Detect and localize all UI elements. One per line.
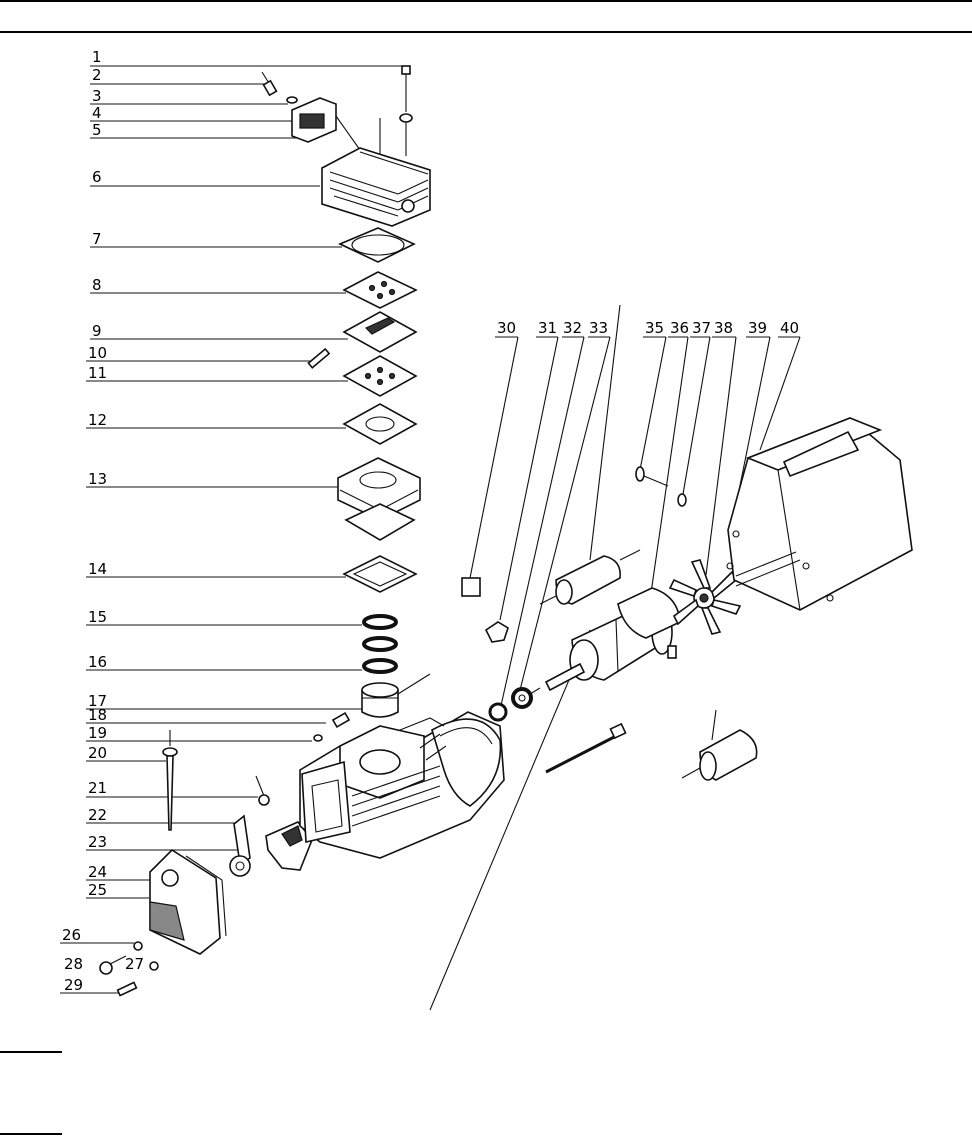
starter-motor — [681, 709, 758, 781]
callout-36: 36 — [670, 319, 689, 337]
callout-10: 10 — [88, 344, 107, 362]
callout-23: 23 — [88, 833, 107, 851]
gasket-7 — [338, 227, 416, 263]
fan-shroud — [726, 417, 913, 611]
crankcase — [299, 577, 505, 859]
callout-17: 17 — [88, 692, 107, 710]
cylinder-13 — [337, 457, 421, 541]
callout-30: 30 — [497, 319, 516, 337]
head-bolt — [379, 65, 413, 156]
callout-28: 28 — [64, 955, 83, 973]
callout-9: 9 — [92, 322, 102, 340]
footer-rule-2 — [0, 1133, 62, 1135]
crankcase-cover — [149, 848, 227, 955]
callout-33: 33 — [589, 319, 608, 337]
callout-5: 5 — [92, 121, 102, 139]
callout-3: 3 — [92, 87, 102, 105]
leader-lines-left — [60, 65, 405, 994]
callout-24: 24 — [88, 863, 107, 881]
callout-11: 11 — [88, 364, 107, 382]
capacitor — [539, 549, 641, 605]
cylinder-head — [321, 147, 431, 227]
callout-39: 39 — [748, 319, 767, 337]
callout-27: 27 — [125, 955, 144, 973]
callout-21: 21 — [88, 779, 107, 797]
head-cover — [291, 97, 361, 151]
callout-25: 25 — [88, 881, 107, 899]
drain-screws — [99, 941, 159, 997]
callout-labels-left: 1 2 3 4 5 6 7 8 9 10 11 12 13 14 15 16 1… — [62, 48, 144, 994]
gasket-14 — [342, 555, 418, 593]
header-rule-top — [0, 0, 972, 2]
callout-16: 16 — [88, 653, 107, 671]
callout-14: 14 — [88, 560, 107, 578]
callout-15: 15 — [88, 608, 107, 626]
callout-40: 40 — [780, 319, 799, 337]
callout-13: 13 — [88, 470, 107, 488]
callout-26: 26 — [62, 926, 81, 944]
callout-labels-top: 30 31 32 33 35 36 37 38 39 40 — [497, 319, 799, 337]
shaft-parts — [484, 621, 541, 722]
piston — [361, 673, 431, 718]
callout-8: 8 — [92, 276, 102, 294]
callout-29: 29 — [64, 976, 83, 994]
piston-rings — [362, 614, 398, 674]
valve-plate-11 — [342, 355, 418, 397]
header-rule-bottom — [0, 31, 972, 33]
footer-rule-1 — [0, 1051, 62, 1053]
piston-pin — [313, 711, 351, 742]
callout-19: 19 — [88, 724, 107, 742]
callout-37: 37 — [692, 319, 711, 337]
callout-7: 7 — [92, 230, 102, 248]
fan — [668, 559, 742, 635]
callout-12: 12 — [88, 411, 107, 429]
callout-6: 6 — [92, 168, 102, 186]
callout-22: 22 — [88, 806, 107, 824]
callout-18: 18 — [88, 706, 107, 724]
valve-plate-8 — [342, 271, 418, 309]
callout-4: 4 — [92, 104, 102, 122]
callout-20: 20 — [88, 744, 107, 762]
dipstick — [162, 730, 178, 831]
gasket-12 — [342, 403, 418, 445]
connecting-rod — [229, 775, 313, 877]
callout-2: 2 — [92, 66, 102, 84]
gasket-9 — [342, 311, 418, 353]
callout-38: 38 — [714, 319, 733, 337]
through-bolt — [545, 722, 627, 774]
callout-31: 31 — [538, 319, 557, 337]
callout-32: 32 — [563, 319, 582, 337]
callout-35: 35 — [645, 319, 664, 337]
callout-1: 1 — [92, 48, 102, 66]
valve-plug — [261, 71, 298, 104]
valve-reed-10 — [307, 347, 331, 369]
fan-screws — [635, 466, 687, 507]
